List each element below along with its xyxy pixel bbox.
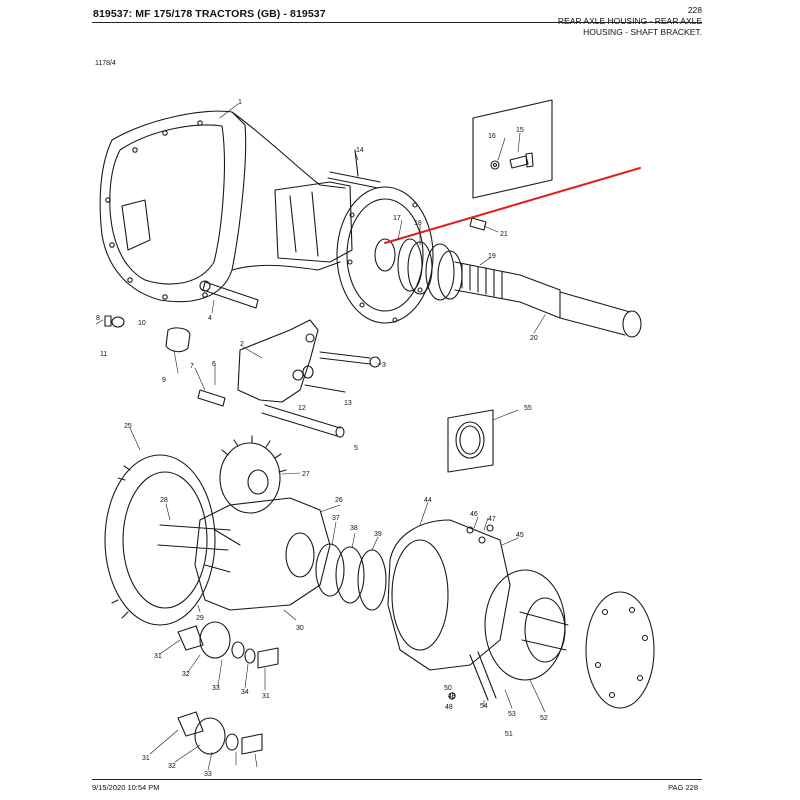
callout-54: 54 bbox=[480, 703, 488, 710]
document-title: 819537: MF 175/178 TRACTORS (GB) - 81953… bbox=[93, 8, 326, 20]
callout-47: 47 bbox=[488, 516, 496, 523]
leader-lines bbox=[95, 103, 546, 771]
callout-33: 33 bbox=[212, 685, 220, 692]
callout-31: 31 bbox=[154, 653, 162, 660]
callout-37: 37 bbox=[332, 515, 340, 522]
callout-5: 5 bbox=[354, 445, 358, 452]
callout-45: 45 bbox=[516, 532, 524, 539]
callout-29: 29 bbox=[196, 615, 204, 622]
callout-18: 18 bbox=[414, 220, 422, 227]
callout-52: 52 bbox=[540, 715, 548, 722]
callout-15: 15 bbox=[516, 127, 524, 134]
callout-14: 14 bbox=[356, 147, 364, 154]
callout-3: 3 bbox=[382, 362, 386, 369]
section-heading: 228 REAR AXLE HOUSING - REAR AXLE HOUSIN… bbox=[558, 5, 702, 38]
callout-32b: 32 bbox=[168, 763, 176, 770]
rear-axle-housing bbox=[99, 110, 642, 338]
illustration-ref-code: 1178/4 bbox=[95, 60, 116, 67]
callout-30: 30 bbox=[296, 625, 304, 632]
callout-32: 32 bbox=[182, 671, 190, 678]
callout-10: 10 bbox=[138, 320, 146, 327]
callout-8: 8 bbox=[96, 315, 100, 322]
header-rule bbox=[92, 22, 702, 23]
callout-19: 19 bbox=[488, 253, 496, 260]
callout-34: 34 bbox=[241, 689, 249, 696]
callout-12: 12 bbox=[298, 405, 306, 412]
footer-timestamp: 9/15/2020 10:54 PM bbox=[92, 783, 160, 792]
bolt-washer-inset bbox=[472, 99, 553, 199]
callout-48: 48 bbox=[445, 704, 453, 711]
callout-17: 17 bbox=[393, 215, 401, 222]
callout-31b: 31 bbox=[262, 693, 270, 700]
seal-inset bbox=[447, 409, 494, 473]
callout-labels: 1 2 3 4 5 6 7 8 9 10 11 12 13 14 15 16 1… bbox=[96, 99, 548, 778]
callout-50: 50 bbox=[444, 685, 452, 692]
callout-4: 4 bbox=[208, 315, 212, 322]
callout-33b: 33 bbox=[204, 771, 212, 778]
callout-39: 39 bbox=[374, 531, 382, 538]
red-annotation-arrow bbox=[384, 167, 641, 244]
callout-13: 13 bbox=[344, 400, 352, 407]
callout-28: 28 bbox=[160, 497, 168, 504]
callout-38: 38 bbox=[350, 525, 358, 532]
callout-55: 55 bbox=[524, 405, 532, 412]
final-drive-assembly bbox=[104, 435, 655, 755]
callout-46: 46 bbox=[470, 511, 478, 518]
callout-31c: 31 bbox=[142, 755, 150, 762]
shaft-bracket-parts bbox=[104, 280, 381, 438]
callout-11: 11 bbox=[100, 351, 107, 358]
callout-7: 7 bbox=[190, 363, 194, 370]
callout-9: 9 bbox=[162, 377, 166, 384]
callout-53: 53 bbox=[508, 711, 516, 718]
page-number: 228 bbox=[687, 5, 702, 15]
footer-rule bbox=[92, 779, 702, 780]
section-line-2: HOUSING - SHAFT BRACKET. bbox=[583, 27, 702, 37]
callout-25: 25 bbox=[124, 423, 132, 430]
callout-44: 44 bbox=[424, 497, 432, 504]
callout-6: 6 bbox=[212, 361, 216, 368]
callout-2: 2 bbox=[240, 341, 244, 348]
callout-51: 51 bbox=[505, 731, 513, 738]
section-line-1: REAR AXLE HOUSING - REAR AXLE bbox=[557, 16, 702, 26]
callout-27: 27 bbox=[302, 471, 310, 478]
callout-20: 20 bbox=[530, 335, 538, 342]
callout-49: 49 bbox=[448, 693, 456, 700]
callout-16: 16 bbox=[488, 133, 496, 140]
footer-page-label: PAG 228 bbox=[668, 783, 698, 792]
callout-21: 21 bbox=[500, 231, 508, 238]
callout-1: 1 bbox=[238, 99, 242, 106]
callout-26: 26 bbox=[335, 497, 343, 504]
